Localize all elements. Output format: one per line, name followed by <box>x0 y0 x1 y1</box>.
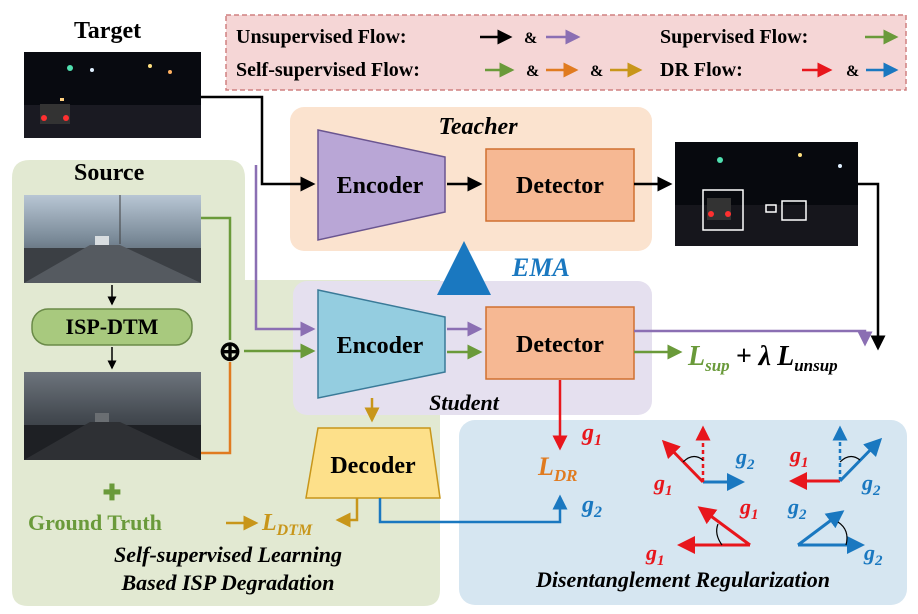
student-label: Student <box>429 390 500 415</box>
legend-amp: & <box>526 63 539 80</box>
flow-decoder-to-ldr <box>378 494 568 524</box>
student-detector-label: Detector <box>516 332 604 358</box>
teacher-detector <box>485 148 635 222</box>
ssl-title-line1: Self-supervised Learning <box>114 542 342 567</box>
degraded-image <box>24 372 201 460</box>
target-label: Target <box>74 18 141 44</box>
teacher-encoder <box>317 129 446 241</box>
svg-text:g1: g1 <box>653 470 673 499</box>
legend-amp: & <box>590 63 603 80</box>
legend-self-supervised-label: Self-supervised Flow: <box>236 59 420 81</box>
teacher-output-image <box>675 142 858 246</box>
source-image <box>24 195 201 283</box>
student-encoder <box>317 289 446 399</box>
flow-degraded-orange <box>201 362 232 455</box>
target-image <box>24 52 201 138</box>
ground-truth-label: Ground Truth <box>28 510 162 535</box>
svg-text:g2: g2 <box>581 492 602 521</box>
flow-student-unsup <box>634 329 873 347</box>
svg-text:g2: g2 <box>735 444 755 473</box>
bounding-box <box>702 189 744 231</box>
student-encoder-label: Encoder <box>337 333 424 359</box>
bounding-box <box>765 204 777 213</box>
svg-text:LDTM: LDTM <box>261 510 313 539</box>
svg-text:g2: g2 <box>863 540 883 569</box>
dr-vector-diagram-4: g2 g2 <box>787 494 883 569</box>
dr-region <box>459 420 907 605</box>
loss-dtm: LDTM <box>261 510 313 539</box>
flow-target-purple <box>254 165 316 337</box>
dr-vector-diagram-1: g1 g2 <box>653 425 755 499</box>
loss-dr: LDR <box>537 452 578 485</box>
ema-label: EMA <box>511 253 570 282</box>
legend-dr-label: DR Flow: <box>660 59 743 81</box>
bounding-box <box>781 200 807 221</box>
decoder-label: Decoder <box>330 453 416 479</box>
svg-text:LDR: LDR <box>537 452 578 485</box>
dr-vector-diagram-2: g1 g2 <box>789 425 883 499</box>
decoder-box <box>305 427 441 499</box>
dr-vector-diagram-3: g1 g1 <box>645 494 759 569</box>
legend-amp: & <box>524 30 537 47</box>
isp-dtm-box <box>31 308 193 346</box>
svg-text:g1: g1 <box>739 494 759 523</box>
legend-amp: & <box>846 63 859 80</box>
flow-output-to-loss <box>858 182 886 351</box>
legend-box <box>225 14 907 91</box>
plus-icon: ✚ <box>103 480 121 505</box>
dr-title: Disentanglement Regularization <box>535 567 830 592</box>
svg-text:g1: g1 <box>645 540 665 569</box>
student-detector <box>485 306 635 380</box>
ssl-title-line2: Based ISP Degradation <box>120 570 334 595</box>
flow-decoder-to-ldtm <box>335 498 359 528</box>
svg-text:g1: g1 <box>789 442 809 471</box>
teacher-encoder-label: Encoder <box>337 173 424 199</box>
g1-label: g1 <box>581 420 602 449</box>
svg-text:g2: g2 <box>787 494 807 523</box>
svg-text:g1: g1 <box>581 420 602 449</box>
source-label: Source <box>74 160 145 186</box>
teacher-label: Teacher <box>438 114 518 140</box>
g2-label: g2 <box>581 492 602 521</box>
flow-target-black <box>201 95 316 192</box>
flow-source-green <box>201 216 232 340</box>
teacher-detector-label: Detector <box>516 173 604 199</box>
isp-dtm-label: ISP-DTM <box>66 314 159 339</box>
svg-text:g2: g2 <box>861 470 881 499</box>
legend-supervised-label: Supervised Flow: <box>660 26 808 48</box>
legend-unsupervised-label: Unsupervised Flow: <box>236 26 407 48</box>
